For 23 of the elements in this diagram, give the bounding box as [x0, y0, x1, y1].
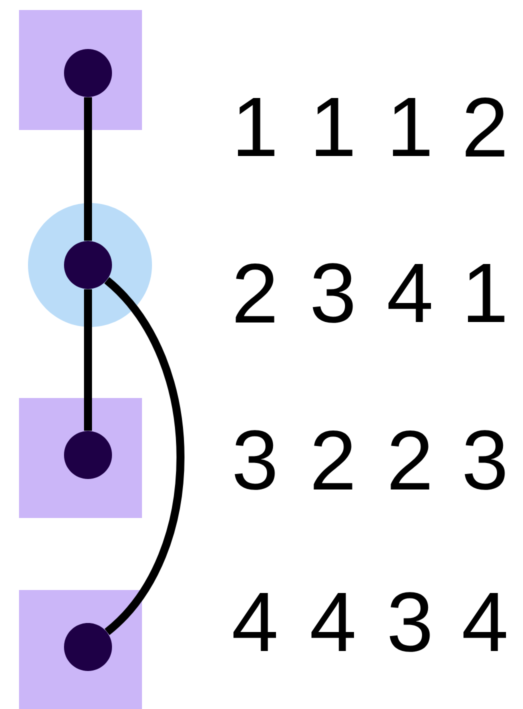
table-cell: 4	[311, 592, 354, 652]
dot	[64, 49, 112, 97]
connector-line	[104, 277, 184, 635]
dot	[64, 431, 112, 479]
table-cell: 1	[468, 264, 504, 322]
table-cell: 2	[236, 264, 274, 322]
table-cell: 2	[314, 430, 352, 490]
table-cell: 1	[392, 98, 430, 156]
table-cell: 3	[312, 263, 353, 323]
table-cell: 4	[463, 592, 506, 652]
table-cell: 4	[388, 264, 431, 322]
table-cell: 1	[316, 98, 352, 156]
connector-line	[84, 97, 92, 241]
dot	[64, 623, 112, 671]
dot	[64, 241, 112, 289]
table-cell: 2	[390, 430, 430, 490]
table-cell: 3	[464, 430, 505, 490]
table-cell: 4	[233, 592, 276, 652]
table-cell: 3	[390, 592, 430, 652]
table-cell: 3	[234, 430, 275, 490]
table-cell: 2	[466, 98, 504, 156]
table-cell: 1	[238, 98, 274, 156]
connector-line	[84, 289, 92, 431]
